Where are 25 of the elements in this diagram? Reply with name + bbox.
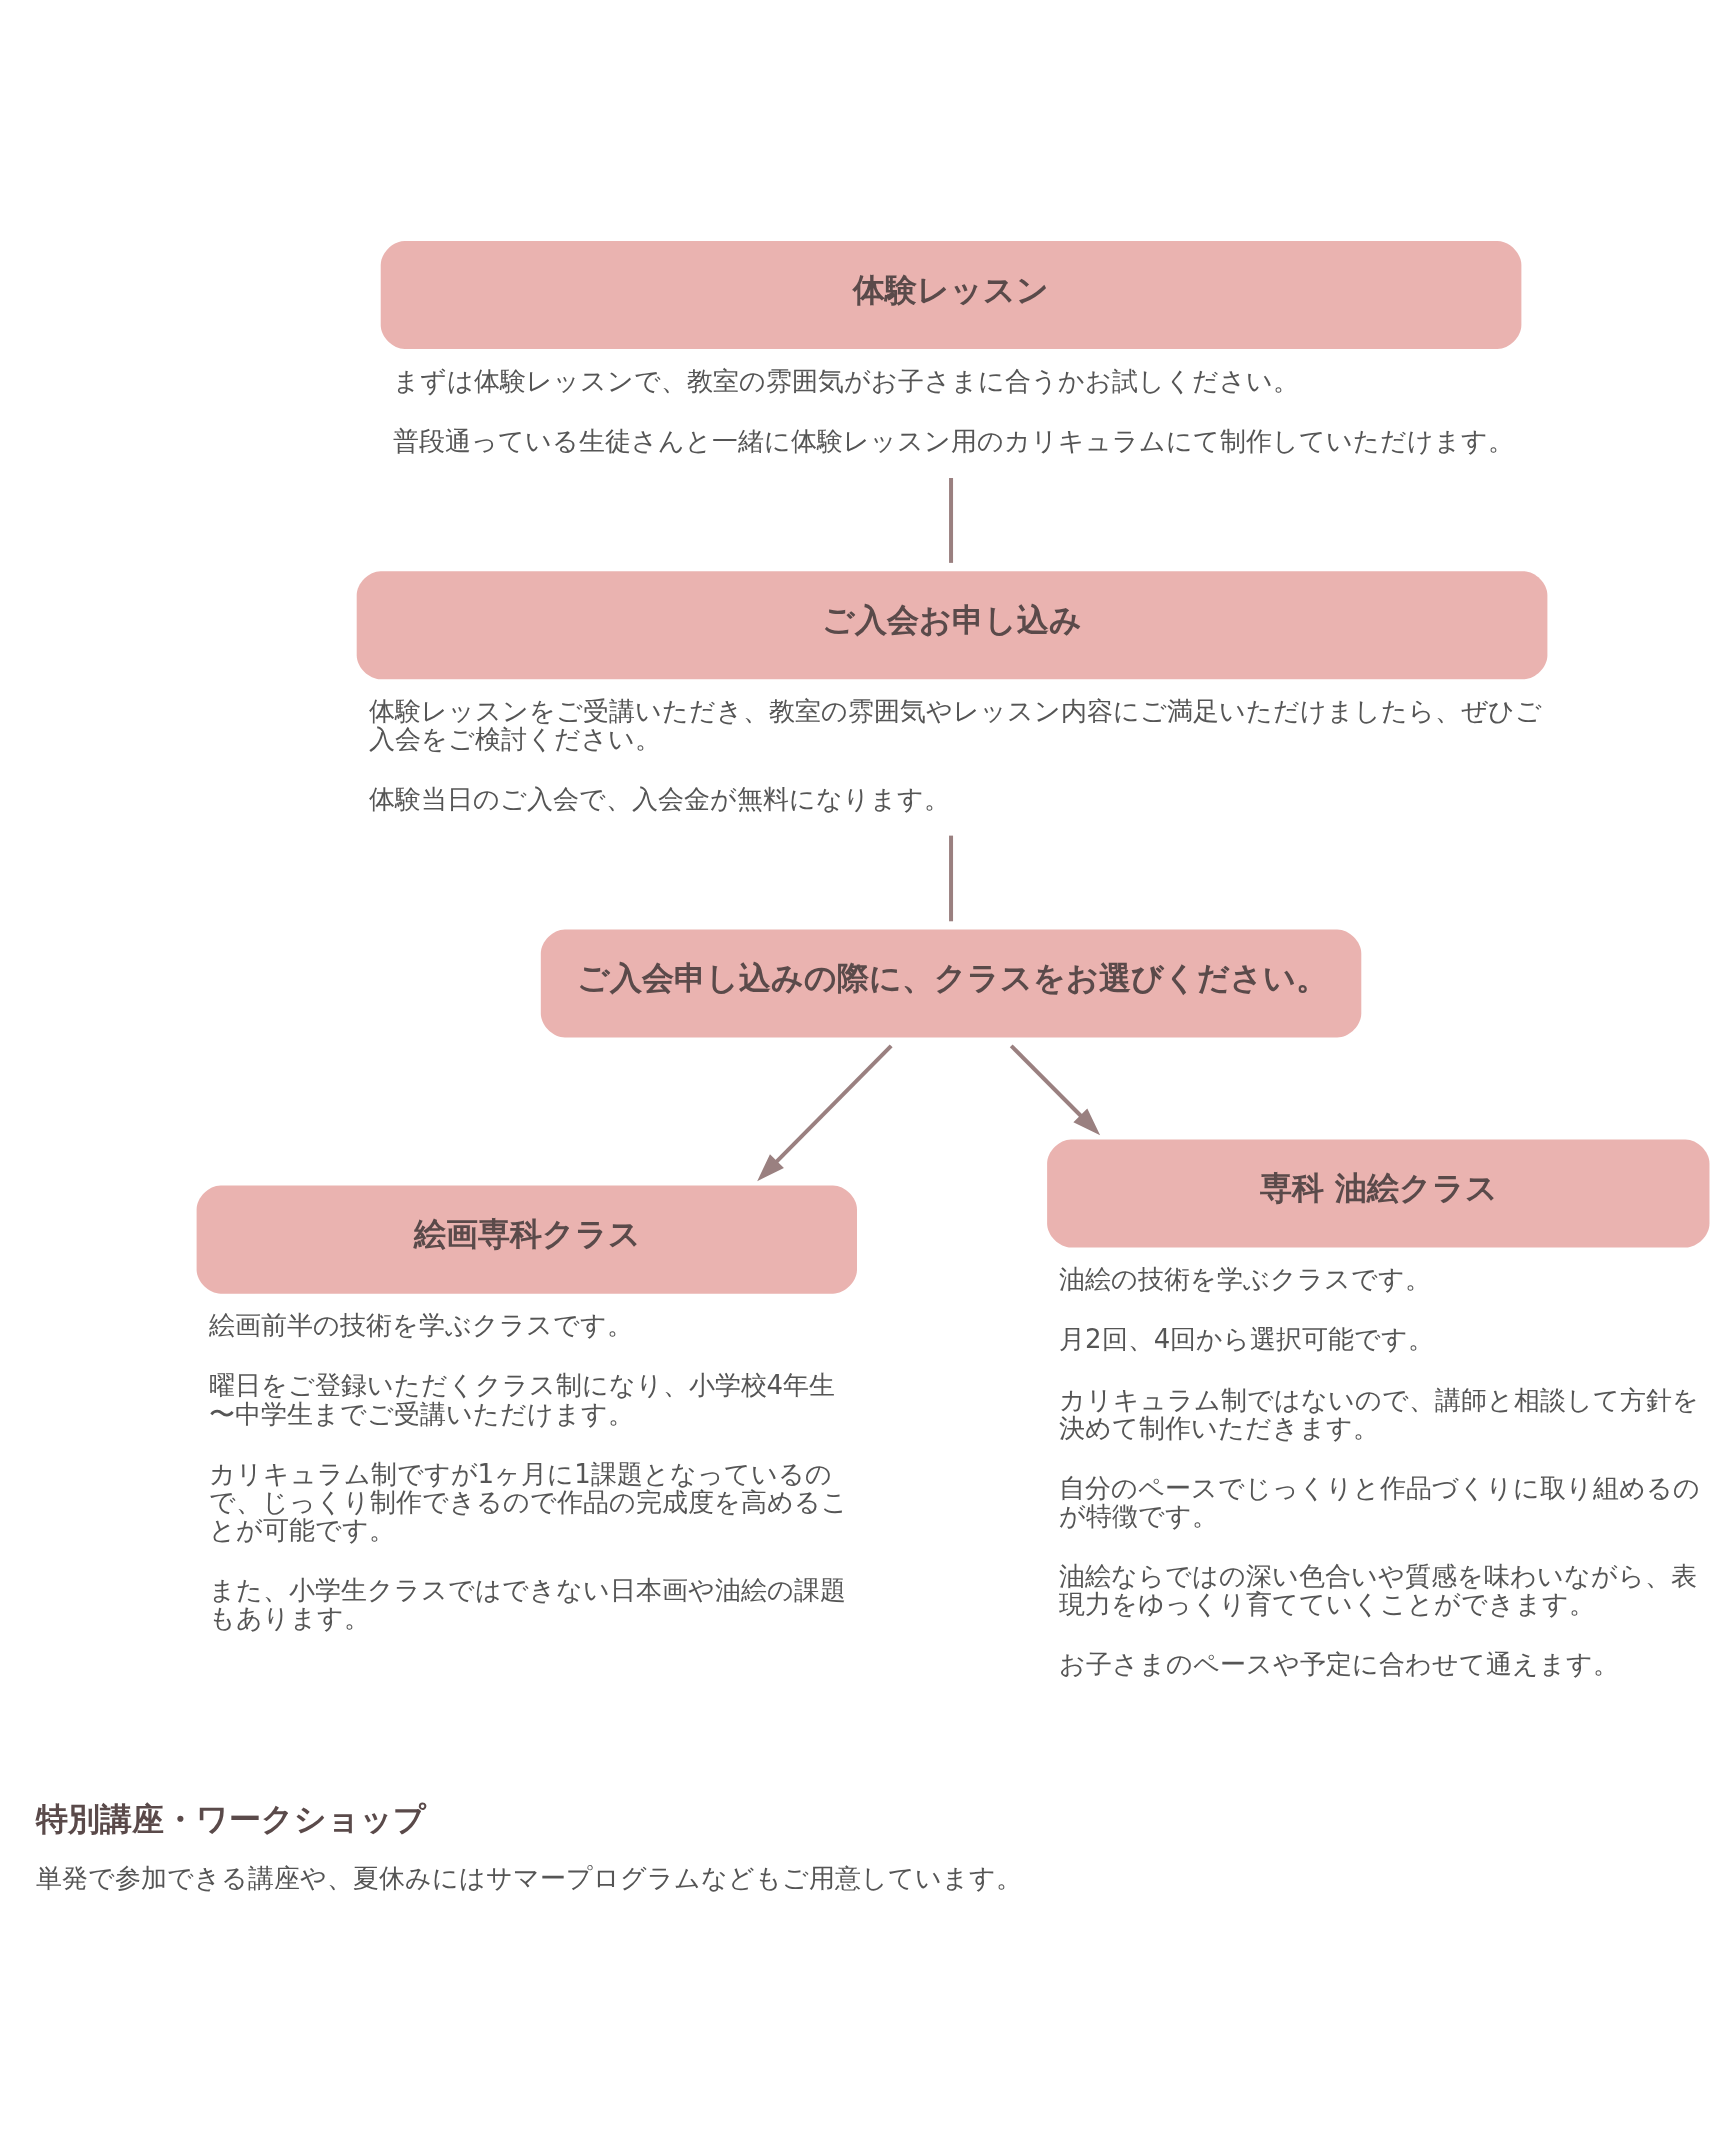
node-box: 専科 油絵クラス — [1047, 1139, 1710, 1248]
node-label: 曜日をご登録いただくクラス制になり、小学校4年生〜中学生までご受講いただけます。 — [208, 1370, 836, 1429]
connector — [949, 477, 954, 563]
node-box: ご入会申し込みの際に、クラスをお選びください。 — [540, 929, 1362, 1038]
node-box: ご入会お申し込み — [356, 571, 1548, 680]
node-label: 自分のペースでじっくりと作品づくりに取り組めるのが特徴です。 — [1059, 1472, 1701, 1531]
node-label: 普段通っている生徒さんと一緒に体験レッスン用のカリキュラムにて制作していただけます。 — [392, 425, 1514, 456]
label: 単発で参加できる講座や、夏休みにはサマープログラムなどもご用意しています。 — [36, 1862, 1023, 1893]
node-label: 油絵の技術を学ぶクラスです。 — [1059, 1264, 1432, 1295]
label: 特別講座・ワークショップ — [36, 1799, 427, 1838]
node-label: 油絵ならではの深い色合いや質感を味わいながら、表現力をゆっくり育てていくことができます。 — [1059, 1560, 1698, 1619]
node-label: カリキュラム制ですが1ヶ月に1課題となっているので、じっくり制作できるので作品の完成度を高めることが可能です。 — [208, 1458, 848, 1545]
node-label: カリキュラム制ではないので、講師と相談して方針を決めて制作いただきます。 — [1059, 1384, 1700, 1443]
node-label: また、小学生クラスではできない日本画や油絵の課題もあります。 — [208, 1574, 846, 1633]
node-label: 体験当日のご入会で、入会金が無料になります。 — [368, 784, 950, 815]
connector — [949, 835, 954, 922]
node-label: 体験レッスンをご受講いただき、教室の雰囲気やレッスン内容にご満足いただけましたら、ぜひご入会をご検討ください。 — [368, 696, 1542, 755]
node-label: お子さまのペースや予定に合わせて通えます。 — [1059, 1648, 1620, 1679]
node-label: 月2回、4回から選択可能です。 — [1059, 1324, 1435, 1355]
node-box: 絵画専科クラス — [196, 1185, 857, 1294]
node-label: まずは体験レッスンで、教室の雰囲気がお子さまに合うかお試しください。 — [392, 365, 1299, 396]
arrow — [757, 1044, 893, 1182]
node-label: 絵画前半の技術を学ぶクラスです。 — [208, 1310, 633, 1341]
node-box: 体験レッスン — [380, 241, 1522, 350]
arrow — [1009, 1044, 1101, 1136]
